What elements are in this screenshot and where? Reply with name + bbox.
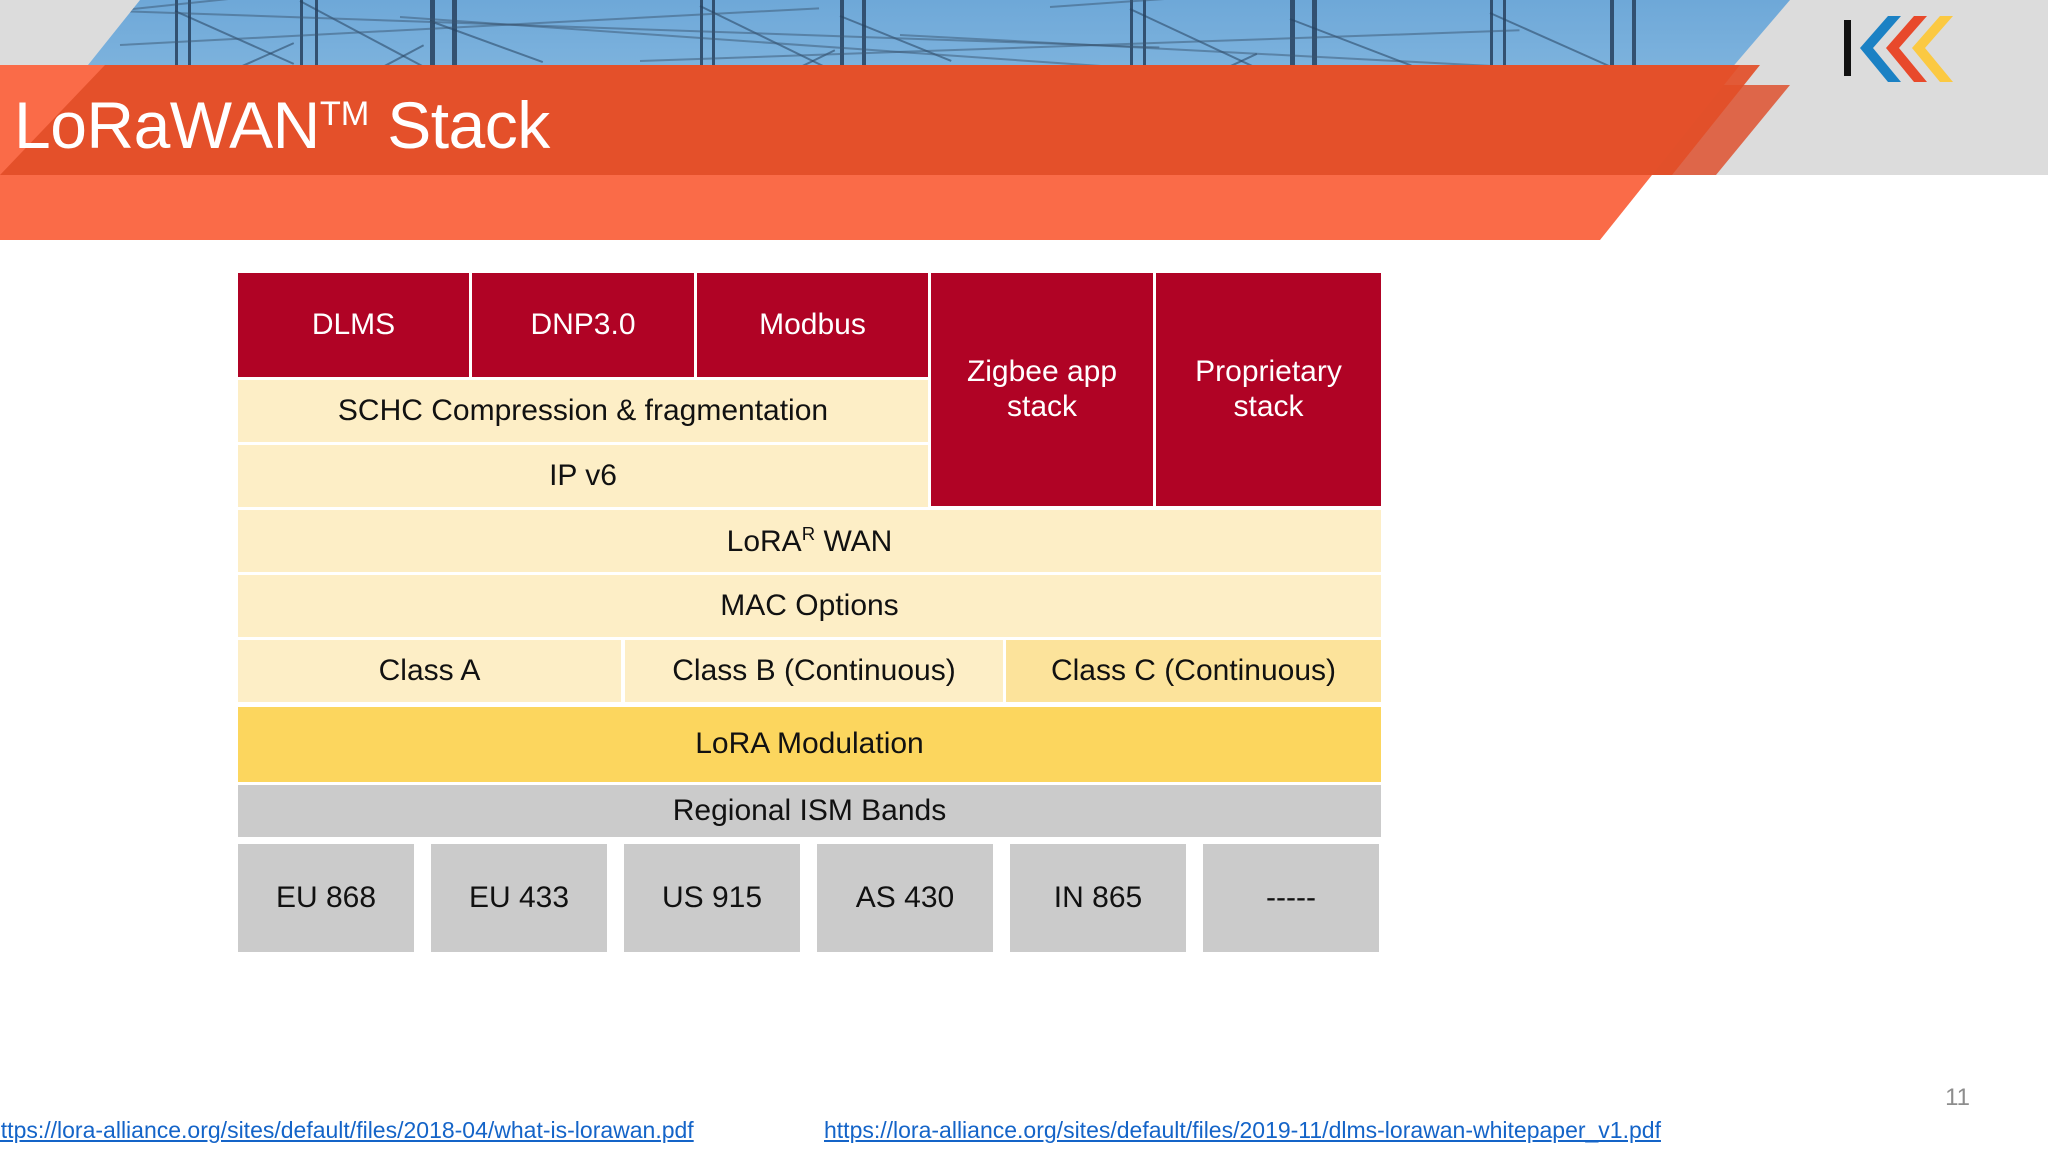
logo-bar [1844, 20, 1851, 76]
stack-box-proprietary-stack[interactable]: Proprietary stack [1156, 273, 1381, 506]
lorawan-label-tail: WAN [815, 524, 893, 558]
band-chip-as-430[interactable]: AS 430 [817, 844, 993, 952]
band-chip-eu-433[interactable]: EU 433 [431, 844, 607, 952]
page-title-main: LoRaWAN [14, 88, 320, 162]
band-chip-in-865[interactable]: IN 865 [1010, 844, 1186, 952]
stack-box-modbus[interactable]: Modbus [697, 273, 928, 377]
band-chip-other[interactable]: ----- [1203, 844, 1379, 952]
page-number: 11 [1945, 1084, 1970, 1111]
header-banner-shadow [0, 65, 1760, 175]
stack-box-class-b[interactable]: Class B (Continuous) [625, 640, 1003, 702]
stack-box-regional-ism-bands[interactable]: Regional ISM Bands [238, 785, 1381, 837]
stack-box-lora-modulation[interactable]: LoRA Modulation [238, 707, 1381, 782]
logo-chevron-red [1886, 16, 1927, 82]
lorawan-label-main: LoRA [726, 524, 802, 558]
band-chip-us-915[interactable]: US 915 [624, 844, 800, 952]
footer-link-what-is-lorawan[interactable]: https://lora-alliance.org/sites/default/… [0, 1117, 694, 1143]
stack-box-zigbee-app-stack[interactable]: Zigbee app stack [931, 273, 1153, 506]
logo-chevron-yellow [1912, 16, 1953, 82]
stack-box-ipv6[interactable]: IP v6 [238, 445, 928, 507]
lorawan-stack-diagram: DLMS DNP3.0 Modbus Zigbee app stack Prop… [238, 273, 1728, 1088]
logo-chevron-blue [1860, 16, 1901, 82]
stack-box-class-a[interactable]: Class A [238, 640, 621, 702]
stack-box-lorawan[interactable]: LoRAR WAN [238, 510, 1381, 572]
footer-link-dlms-whitepaper[interactable]: https://lora-alliance.org/sites/default/… [824, 1117, 1661, 1143]
stack-box-dnp30[interactable]: DNP3.0 [472, 273, 694, 377]
stack-box-dlms[interactable]: DLMS [238, 273, 469, 377]
lorawan-label-sup: R [801, 522, 816, 544]
stack-box-schc[interactable]: SCHC Compression & fragmentation [238, 380, 928, 442]
stack-box-class-c[interactable]: Class C (Continuous) [1006, 640, 1381, 702]
band-chip-eu-868[interactable]: EU 868 [238, 844, 414, 952]
stack-box-mac-options[interactable]: MAC Options [238, 575, 1381, 637]
page-title-trademark: TM [319, 95, 370, 133]
slide-header: LoRaWANTM Stack [0, 0, 2048, 240]
k-chevron-logo [1844, 16, 1953, 82]
page-title-tail: Stack [369, 88, 550, 162]
page-title: LoRaWANTM Stack [14, 92, 550, 158]
